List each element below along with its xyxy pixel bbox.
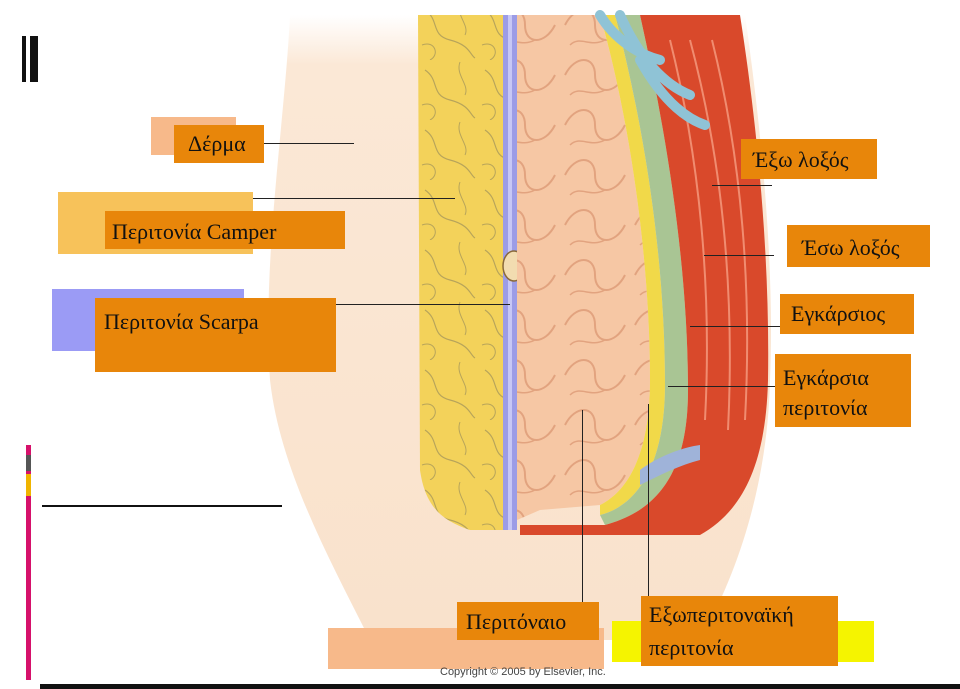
leader-ext-oblique xyxy=(712,185,772,186)
leader-peritoneum xyxy=(582,410,583,605)
label-box-peritoneum xyxy=(457,602,599,640)
leader-camper xyxy=(250,198,455,199)
corner-mark-2 xyxy=(30,36,38,82)
label-box-extraperitoneal xyxy=(641,596,838,666)
corner-mark xyxy=(22,36,26,82)
label-box-scarpa xyxy=(95,298,336,372)
label-extraperitoneal-1: Εξωπεριτοναϊκή xyxy=(649,602,794,627)
leader-transversalis xyxy=(668,386,776,387)
fat-veins xyxy=(418,15,503,530)
inguinal-band xyxy=(640,445,700,485)
label-dermis: Δέρμα xyxy=(188,131,246,156)
leader-int-oblique xyxy=(704,255,774,256)
label-external-oblique: Έξω λοξός xyxy=(753,147,849,172)
label-transversalis-2: περιτονία xyxy=(783,395,868,420)
label-extraperitoneal-2: περιτονία xyxy=(649,635,734,660)
transversalis-layer xyxy=(600,15,688,525)
leader-transversus xyxy=(690,326,780,327)
label-box-transversalis xyxy=(775,354,911,427)
label-transversus: Εγκάρσιος xyxy=(791,301,886,326)
label-internal-oblique: Έσω λοξός xyxy=(802,235,900,260)
leader-extraperitoneal xyxy=(648,404,649,604)
label-scarpa-fascia: Περιτονία Scarpa xyxy=(104,309,259,334)
leader-scarpa xyxy=(335,304,510,305)
extraperitoneal-fat xyxy=(600,15,665,515)
label-box-dermis xyxy=(174,125,264,163)
label-box-camper xyxy=(105,211,345,249)
side-mark-pink xyxy=(26,445,31,680)
label-box-int-oblique xyxy=(787,225,930,267)
copyright-text: Copyright © 2005 by Elsevier, Inc. xyxy=(440,666,606,678)
label-camper-fascia: Περιτονία Camper xyxy=(112,219,277,244)
side-mark-gray xyxy=(26,455,31,471)
bottom-rule xyxy=(40,684,960,689)
leader-dermis xyxy=(264,143,354,144)
label-box-ext-oblique xyxy=(741,139,877,179)
label-box-transversus xyxy=(780,294,914,334)
label-peritoneum: Περιτόναιο xyxy=(466,609,567,634)
leader-left-long xyxy=(42,505,282,507)
ribs xyxy=(595,10,710,130)
label-transversalis-1: Εγκάρσια xyxy=(783,365,869,390)
side-mark-yellow xyxy=(26,474,31,496)
